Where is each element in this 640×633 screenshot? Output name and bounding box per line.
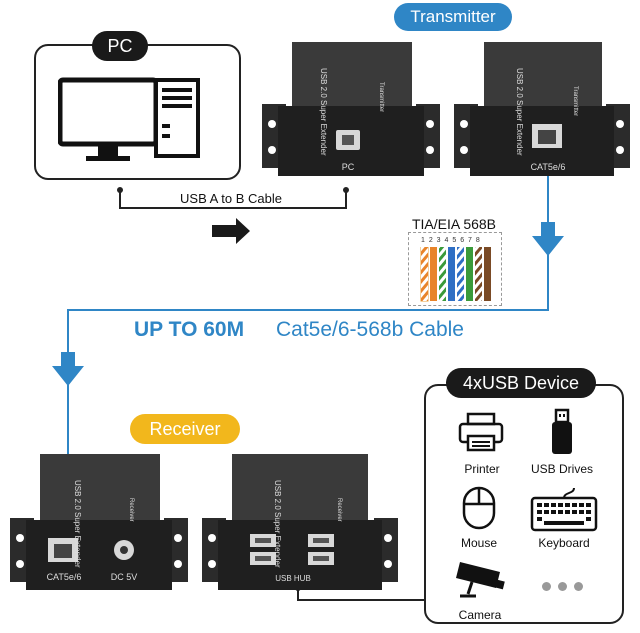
dot [574, 582, 583, 591]
device-label-mouse: Mouse [460, 536, 498, 550]
transmitter-unit-pc: USB 2.0 Super Extender Transmitter PC [262, 38, 440, 178]
receiver-unit-hub-body [202, 454, 398, 590]
receiver-badge: Receiver [130, 414, 240, 444]
device-label-printer: Printer [464, 462, 500, 476]
more-dots-icon [542, 582, 586, 592]
cable-type-label: Cat5e/6-568b Cable [276, 318, 464, 341]
cat-down-arrow-left [52, 352, 84, 386]
transmitter-unit-cat: USB 2.0 Super Extender Transmitter CAT5e… [454, 38, 630, 178]
pc-title: PC [107, 35, 133, 56]
pc-title-badge: PC [92, 31, 148, 61]
usb-devices-panel: Printer USB Drives Mouse Keyboard Camera [424, 384, 624, 624]
receiver-title: Receiver [149, 418, 221, 439]
usb-cable-label: USB A to B Cable [168, 191, 294, 206]
camera-icon [456, 562, 505, 598]
usb-devices-title-badge: 4xUSB Device [446, 368, 596, 398]
tia-wiring-diagram: 1 2 3 4 5 6 7 8 [408, 232, 502, 306]
transmitter-unit-cat-body [454, 42, 630, 176]
monitor-icon [58, 77, 158, 161]
dot [558, 582, 567, 591]
transmitter-unit-pc-body [262, 42, 440, 176]
receiver-unit-cat: USB 2.0 Super Extender Receiver CAT5e/6 … [10, 450, 188, 592]
device-label-usb-drives: USB Drives [530, 462, 593, 476]
device-label-camera: Camera [458, 608, 502, 622]
transmitter-unit-cat-side-text: Transmitter [572, 86, 578, 117]
mouse-icon [462, 486, 496, 530]
device-label-keyboard: Keyboard [538, 536, 590, 550]
receiver-unit-hub: USB 2.0 Super Extender Receiver USB HUB [202, 450, 398, 592]
usb-cable-endpoint-right [343, 187, 349, 193]
transmitter-unit-pc-side-text: Transmitter [378, 82, 384, 113]
transmitter-unit-pc-port-label: PC [341, 162, 355, 172]
receiver-unit-cat-side-text: Receiver [128, 498, 134, 522]
pc-panel [34, 44, 241, 180]
transmitter-unit-cat-top-text-1: USB 2.0 Super Extender [515, 68, 524, 156]
usb-direction-arrow [212, 218, 250, 244]
usb-devices-title: 4xUSB Device [462, 372, 580, 393]
usb-cable-line [119, 190, 347, 209]
distance-label: UP TO 60M [134, 318, 245, 341]
tia-pin-numbers: 1 2 3 4 5 6 7 8 [421, 237, 481, 244]
receiver-unit-cat-body [10, 454, 188, 590]
receiver-unit-hub-port-label: USB HUB [275, 574, 311, 583]
transmitter-badge: Transmitter [394, 3, 512, 31]
receiver-unit-cat-top-text-1: USB 2.0 Super Extender [73, 480, 82, 568]
receiver-unit-hub-top-text-1: USB 2.0 Super Extender [273, 480, 282, 568]
usb-cable-endpoint-left [117, 187, 123, 193]
transmitter-title: Transmitter [410, 7, 496, 26]
transmitter-unit-pc-top-text-1: USB 2.0 Super Extender [319, 68, 328, 156]
cat-down-arrow-top [532, 222, 564, 256]
tia-title: TIA/EIA 568B [411, 216, 497, 232]
dot [542, 582, 551, 591]
usb-drive-icon [552, 408, 572, 454]
computer-tower-icon [154, 78, 200, 158]
receiver-unit-cat-port-label-2: DC 5V [110, 572, 138, 582]
transmitter-unit-cat-port-label: CAT5e/6 [530, 162, 566, 172]
hub-to-devices-line [297, 588, 424, 601]
receiver-unit-cat-port-label-1: CAT5e/6 [46, 572, 82, 582]
printer-icon [458, 412, 504, 452]
keyboard-icon [530, 487, 598, 532]
receiver-unit-hub-side-text: Receiver [336, 498, 342, 522]
tia-wire-strands [420, 247, 491, 302]
